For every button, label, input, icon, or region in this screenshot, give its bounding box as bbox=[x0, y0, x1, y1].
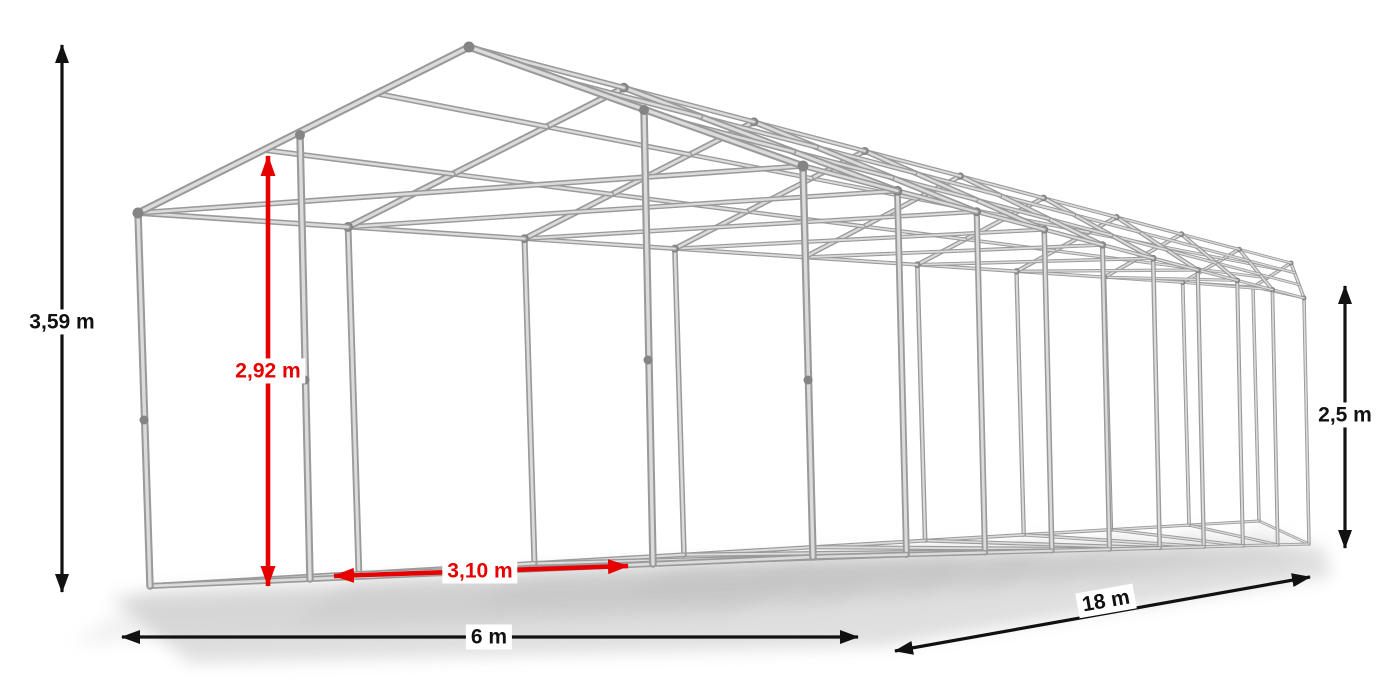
label-total-height: 3,59 m bbox=[24, 309, 100, 335]
label-side-height: 2,5 m bbox=[1313, 402, 1377, 428]
ground-shadows bbox=[72, 524, 1332, 663]
label-entrance-height: 2,92 m bbox=[230, 358, 306, 384]
label-entrance-width: 3,10 m bbox=[442, 558, 518, 584]
label-width: 6 m bbox=[465, 624, 513, 650]
tent-frame bbox=[132, 41, 1311, 590]
